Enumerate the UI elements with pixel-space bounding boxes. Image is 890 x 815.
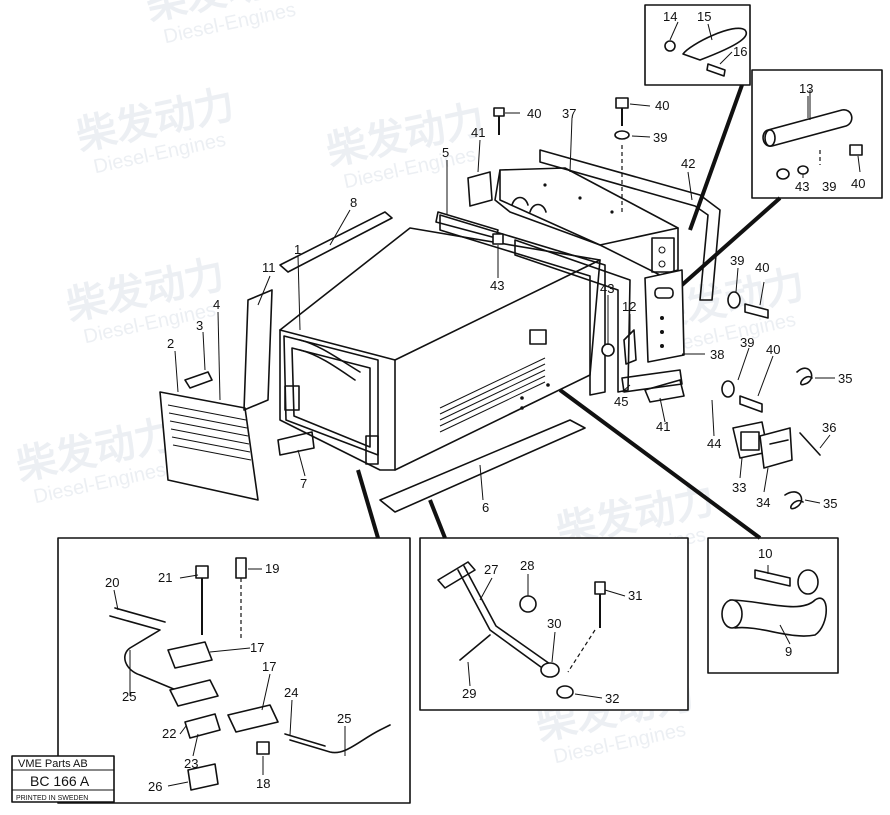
callout-43b: 43 [600,281,614,296]
inset-right-contents [762,90,863,180]
cab-body [279,227,601,471]
callout-1: 1 [294,242,301,257]
callout-3: 3 [196,318,203,333]
callout-35a: 35 [838,371,852,386]
pointer-line-top [688,84,744,231]
hinge-bracket [623,329,637,365]
callout-4: 4 [213,297,220,312]
callout-15: 15 [697,9,711,24]
callout-5: 5 [442,145,449,160]
callout-38: 38 [710,347,724,362]
pointer-line-bottom-left [356,469,380,539]
stamp-company: VME Parts AB [18,758,88,770]
callout-10: 10 [758,546,772,561]
inset-bottom-right-contents [721,569,827,637]
callout-9: 9 [785,644,792,659]
inset-bottom-middle-contents [437,561,606,699]
stamp-code: BC 166 A [30,773,90,789]
side-rails [439,214,631,396]
callout-35b: 35 [823,496,837,511]
callout-34: 34 [756,495,770,510]
callout-40a: 40 [527,106,541,121]
callout-25b: 25 [337,711,351,726]
pillar-trim [243,289,273,411]
stamp-printed: PRINTED IN SWEDEN [16,795,88,802]
callout-43a: 43 [490,278,504,293]
callout-36: 36 [822,420,836,435]
step-rail [379,419,586,513]
callout-42: 42 [681,156,695,171]
callout-26: 26 [148,779,162,794]
rubber-bush [601,343,615,357]
support-bracket [621,369,683,393]
bolt-group-side [184,291,769,413]
callout-22: 22 [162,726,176,741]
callout-6: 6 [482,500,489,515]
bolt-group-top [493,97,630,212]
callout-7: 7 [300,476,307,491]
leader-lines [113,21,861,787]
callout-33: 33 [732,480,746,495]
pointer-line-bottom-middle [428,499,447,539]
pointer-line-right [663,196,782,302]
pointer-line-bottom-right [558,388,762,540]
seal-strip-41 [467,171,493,207]
callout-40d: 40 [766,342,780,357]
callout-40c: 40 [755,260,769,275]
callout-29: 29 [462,686,476,701]
callout-16: 16 [733,44,747,59]
callout-39d: 39 [822,179,836,194]
callout-13: 13 [799,81,813,96]
callout-37: 37 [562,106,576,121]
roof-seal-strip [279,211,393,273]
side-bracket-plate [644,269,685,363]
callout-17b: 17 [262,659,276,674]
callout-39b: 39 [730,253,744,268]
callout-43c: 43 [795,179,809,194]
callout-45: 45 [614,394,628,409]
callout-23: 23 [184,756,198,771]
inset-frame-bottom-left [57,537,411,804]
callout-27: 27 [484,562,498,577]
lock-assembly [732,367,821,510]
callout-11: 11 [262,260,276,275]
callout-labels: 1 2 3 4 5 6 7 8 9 10 11 12 13 14 15 16 1… [105,9,865,794]
callout-14: 14 [663,9,677,24]
inset-top-contents [664,27,747,77]
callout-2: 2 [167,336,174,351]
callout-21: 21 [158,570,172,585]
callout-18: 18 [256,776,270,791]
bush-43 [492,233,504,245]
front-panel [159,391,259,501]
callout-19: 19 [265,561,279,576]
callout-17a: 17 [250,640,264,655]
callout-32: 32 [605,691,619,706]
callout-40e: 40 [851,176,865,191]
title-stamp: VME Parts AB BC 166 A PRINTED IN SWEDEN [11,755,115,803]
callout-39a: 39 [653,130,667,145]
callout-20: 20 [105,575,119,590]
callout-12: 12 [622,299,636,314]
roof-bar [539,149,721,301]
floor-strip [277,431,315,456]
inset-bottom-left-contents [109,557,391,791]
callout-8: 8 [350,195,357,210]
callout-25a: 25 [122,689,136,704]
callout-30: 30 [547,616,561,631]
callout-41a: 41 [471,125,485,140]
callout-24: 24 [284,685,298,700]
callout-39c: 39 [740,335,754,350]
callout-31: 31 [628,588,642,603]
small-plate [644,379,685,403]
callout-40b: 40 [655,98,669,113]
callout-41b: 41 [656,419,670,434]
callout-44: 44 [707,436,721,451]
callout-28: 28 [520,558,534,573]
